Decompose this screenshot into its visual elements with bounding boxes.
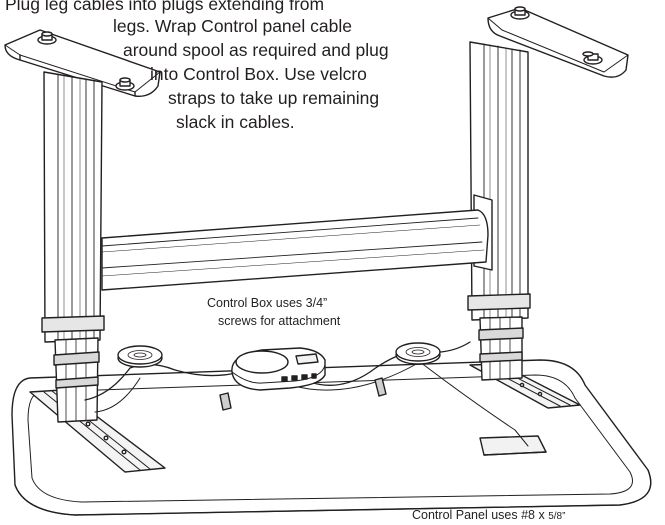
instruction-line-5: straps to take up remaining <box>168 88 380 108</box>
instruction-line-2: legs. Wrap Control panel cable <box>113 16 352 36</box>
left-cable-spool <box>117 345 163 368</box>
control-panel-callout-text: Control Panel uses #8 x <box>412 508 549 522</box>
instruction-line-3: around spool as required and plug <box>123 40 389 60</box>
instruction-line-4: into Control Box. Use velcro <box>150 64 367 84</box>
control-panel-screw-size: 5/8” <box>548 511 566 522</box>
left-leg <box>4 29 161 423</box>
control-box-callout-line-1: Control Box uses 3/4” <box>207 296 328 310</box>
control-panel-callout: Control Panel uses #8 x 5/8” <box>412 508 565 523</box>
instruction-line-1: Plug leg cables into plugs extending fro… <box>5 0 325 14</box>
desktop-board <box>11 359 652 516</box>
right-leg <box>467 6 629 381</box>
right-cable-spool <box>395 342 441 365</box>
instruction-line-6: slack in cables. <box>176 112 295 132</box>
control-box-callout-line-2: screws for attachment <box>218 314 341 328</box>
velcro-straps <box>219 377 387 411</box>
crossbar <box>101 209 489 291</box>
control-box <box>231 347 326 391</box>
